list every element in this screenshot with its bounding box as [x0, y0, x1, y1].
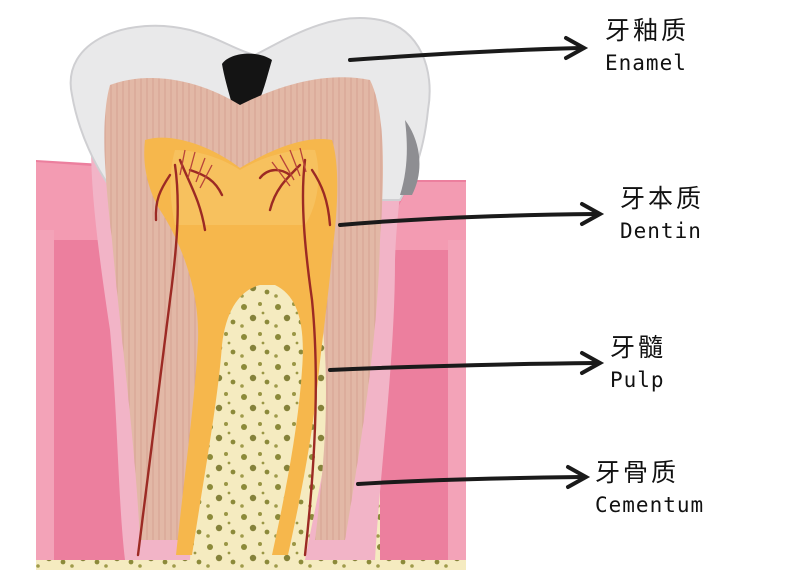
- label-cementum: 牙骨质 Cementum: [595, 460, 704, 516]
- label-pulp: 牙髓 Pulp: [610, 335, 666, 391]
- label-cementum-en: Cementum: [595, 493, 705, 517]
- arrow-enamel: [348, 36, 589, 62]
- label-pulp-en: Pulp: [610, 368, 665, 392]
- label-cementum-zh: 牙骨质: [595, 458, 680, 487]
- arrow-dentin: [338, 202, 605, 227]
- label-dentin-zh: 牙本质: [620, 184, 705, 213]
- arrow-pulp: [328, 351, 605, 375]
- label-dentin-en: Dentin: [620, 219, 702, 243]
- gum-right: [380, 180, 466, 560]
- label-enamel-zh: 牙釉质: [605, 16, 690, 45]
- label-arrows: [328, 36, 605, 489]
- pulp: [144, 137, 338, 555]
- label-dentin: 牙本质 Dentin: [620, 186, 704, 242]
- label-pulp-zh: 牙髓: [610, 333, 667, 362]
- label-enamel: 牙釉质 Enamel: [605, 18, 689, 74]
- arrow-cementum: [356, 465, 591, 489]
- nerve-vessels: [136, 158, 332, 557]
- label-enamel-en: Enamel: [605, 51, 687, 75]
